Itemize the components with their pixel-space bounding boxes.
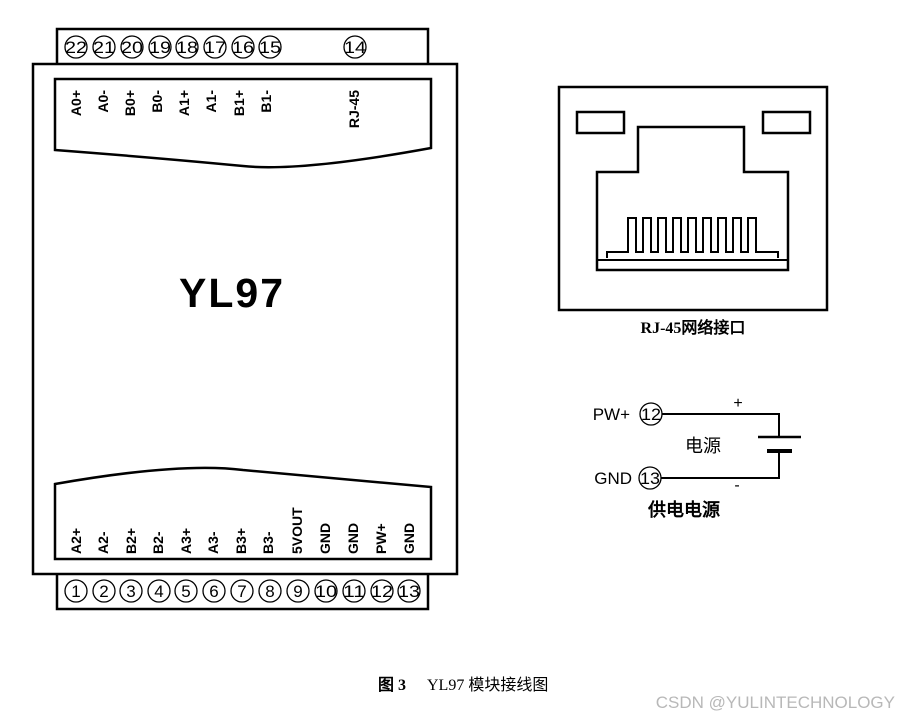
pin-circle — [370, 579, 394, 603]
terminal-label: B3+ — [233, 528, 249, 554]
pin-circle — [342, 579, 366, 603]
figure-title: YL97 模块接线图 — [427, 676, 548, 694]
terminal-label: B2- — [150, 531, 166, 554]
terminal-label: A1- — [203, 90, 219, 113]
top-pin-labels: 22 21 20 19 18 17 16 15 14 — [65, 38, 366, 57]
terminal-label: A2+ — [68, 528, 84, 554]
pin-circle — [314, 579, 338, 603]
pin-circle — [92, 579, 116, 603]
pin-number: 7 — [237, 582, 246, 601]
plus-sign: + — [733, 395, 742, 412]
pin-number: 11 — [343, 582, 365, 601]
top-label-panel — [53, 77, 433, 169]
pin-number: 1 — [71, 582, 80, 601]
pin-number: 14 — [344, 38, 366, 57]
pin-circle — [286, 579, 310, 603]
terminal-label: A0- — [95, 90, 111, 113]
rj45-led-left — [575, 110, 626, 135]
terminal-label: GND — [317, 523, 333, 554]
pin-circle — [147, 579, 171, 603]
module-model-label: YL97 — [179, 270, 285, 316]
rj45-contact-pins — [606, 217, 779, 258]
bottom-label-panel — [53, 466, 433, 561]
pin-circle — [343, 35, 367, 59]
pin-circle — [174, 579, 198, 603]
minus-sign: - — [734, 477, 739, 494]
pin-number: 3 — [126, 582, 135, 601]
pin-number: 12 — [371, 582, 393, 601]
terminal-label: A3+ — [178, 528, 194, 554]
top-pin-numbers — [64, 35, 367, 59]
pin-number: 15 — [259, 38, 281, 57]
pin-number: 13 — [398, 582, 420, 601]
pin-number: 2 — [99, 582, 108, 601]
module: YL97 A0+ A0- B0+ B0- A1+ A1- B1+ B1- RJ-… — [31, 27, 459, 611]
pin-circle — [231, 35, 255, 59]
watermark: CSDN @YULINTECHNOLOGY — [656, 693, 895, 712]
pin-number: 8 — [265, 582, 274, 601]
top-terminal-labels: A0+ A0- B0+ B0- A1+ A1- B1+ B1- RJ-45 — [68, 90, 362, 128]
pin-circle — [230, 579, 254, 603]
rj45-caption: RJ-45网络接口 — [641, 318, 746, 337]
terminal-label: GND — [401, 523, 417, 554]
pin-circle — [258, 579, 282, 603]
pin-circle — [119, 579, 143, 603]
pin-circle — [148, 35, 172, 59]
terminal-label: B1- — [258, 90, 274, 113]
pin-number: 6 — [209, 582, 218, 601]
terminal-label: B1+ — [231, 90, 247, 116]
pin-number: 5 — [181, 582, 190, 601]
pin-circle — [120, 35, 144, 59]
bottom-terminal-strip — [55, 571, 430, 611]
power-caption: 供电电源 — [647, 499, 720, 520]
terminal-label: GND — [345, 523, 361, 554]
pin-number: 19 — [149, 38, 171, 57]
terminal-label: B2+ — [123, 528, 139, 554]
terminal-label: A3- — [205, 531, 221, 554]
pin-circle — [202, 579, 226, 603]
bottom-pin-labels: 1 2 3 4 5 6 7 8 9 10 11 12 13 — [71, 582, 420, 601]
pin-circle — [64, 35, 88, 59]
rj45-port: RJ-45网络接口 — [557, 85, 829, 337]
terminal-label: 5VOUT — [289, 507, 305, 554]
terminal-label: PW+ — [373, 523, 389, 554]
rj45-led-right — [761, 110, 812, 135]
gnd-pin-number: 13 — [640, 469, 660, 488]
pin-circle — [64, 579, 88, 603]
gnd-label: GND — [594, 469, 632, 488]
power-source-label: 电源 — [685, 436, 721, 456]
pin-number: 21 — [93, 38, 115, 57]
bottom-pin-circles — [64, 579, 421, 603]
pin-circle — [203, 35, 227, 59]
pw-plus-label: PW+ — [593, 405, 630, 424]
pin-circle — [92, 35, 116, 59]
pin-number: 17 — [204, 38, 226, 57]
pin-circle — [175, 35, 199, 59]
terminal-label: A2- — [95, 531, 111, 554]
terminal-label: A0+ — [68, 90, 84, 116]
figure-number: 图 3 — [378, 676, 406, 694]
pw-pin-number: 12 — [641, 405, 661, 424]
pin-number: 20 — [121, 38, 143, 57]
pin-circle — [397, 579, 421, 603]
power-supply: PW+ 12 GND 13 + - 电源 供电电源 — [593, 395, 801, 520]
terminal-label: B0+ — [122, 90, 138, 116]
terminal-label: B3- — [260, 531, 276, 554]
terminal-label: RJ-45 — [346, 90, 362, 128]
pin-number: 9 — [293, 582, 302, 601]
terminal-label: B0- — [149, 90, 165, 113]
pin-number: 10 — [315, 582, 337, 601]
pin-number: 22 — [65, 38, 87, 57]
pin-number: 4 — [154, 582, 163, 601]
pin-number: 16 — [232, 38, 254, 57]
pin-number: 18 — [176, 38, 198, 57]
bottom-terminal-labels: A2+ A2- B2+ B2- A3+ A3- B3+ B3- 5VOUT GN… — [68, 507, 417, 554]
negative-wire — [661, 451, 780, 479]
pin-circle — [258, 35, 282, 59]
positive-wire — [662, 413, 780, 437]
terminal-label: A1+ — [176, 90, 192, 116]
figure-caption: 图 3 YL97 模块接线图 — [378, 676, 548, 694]
